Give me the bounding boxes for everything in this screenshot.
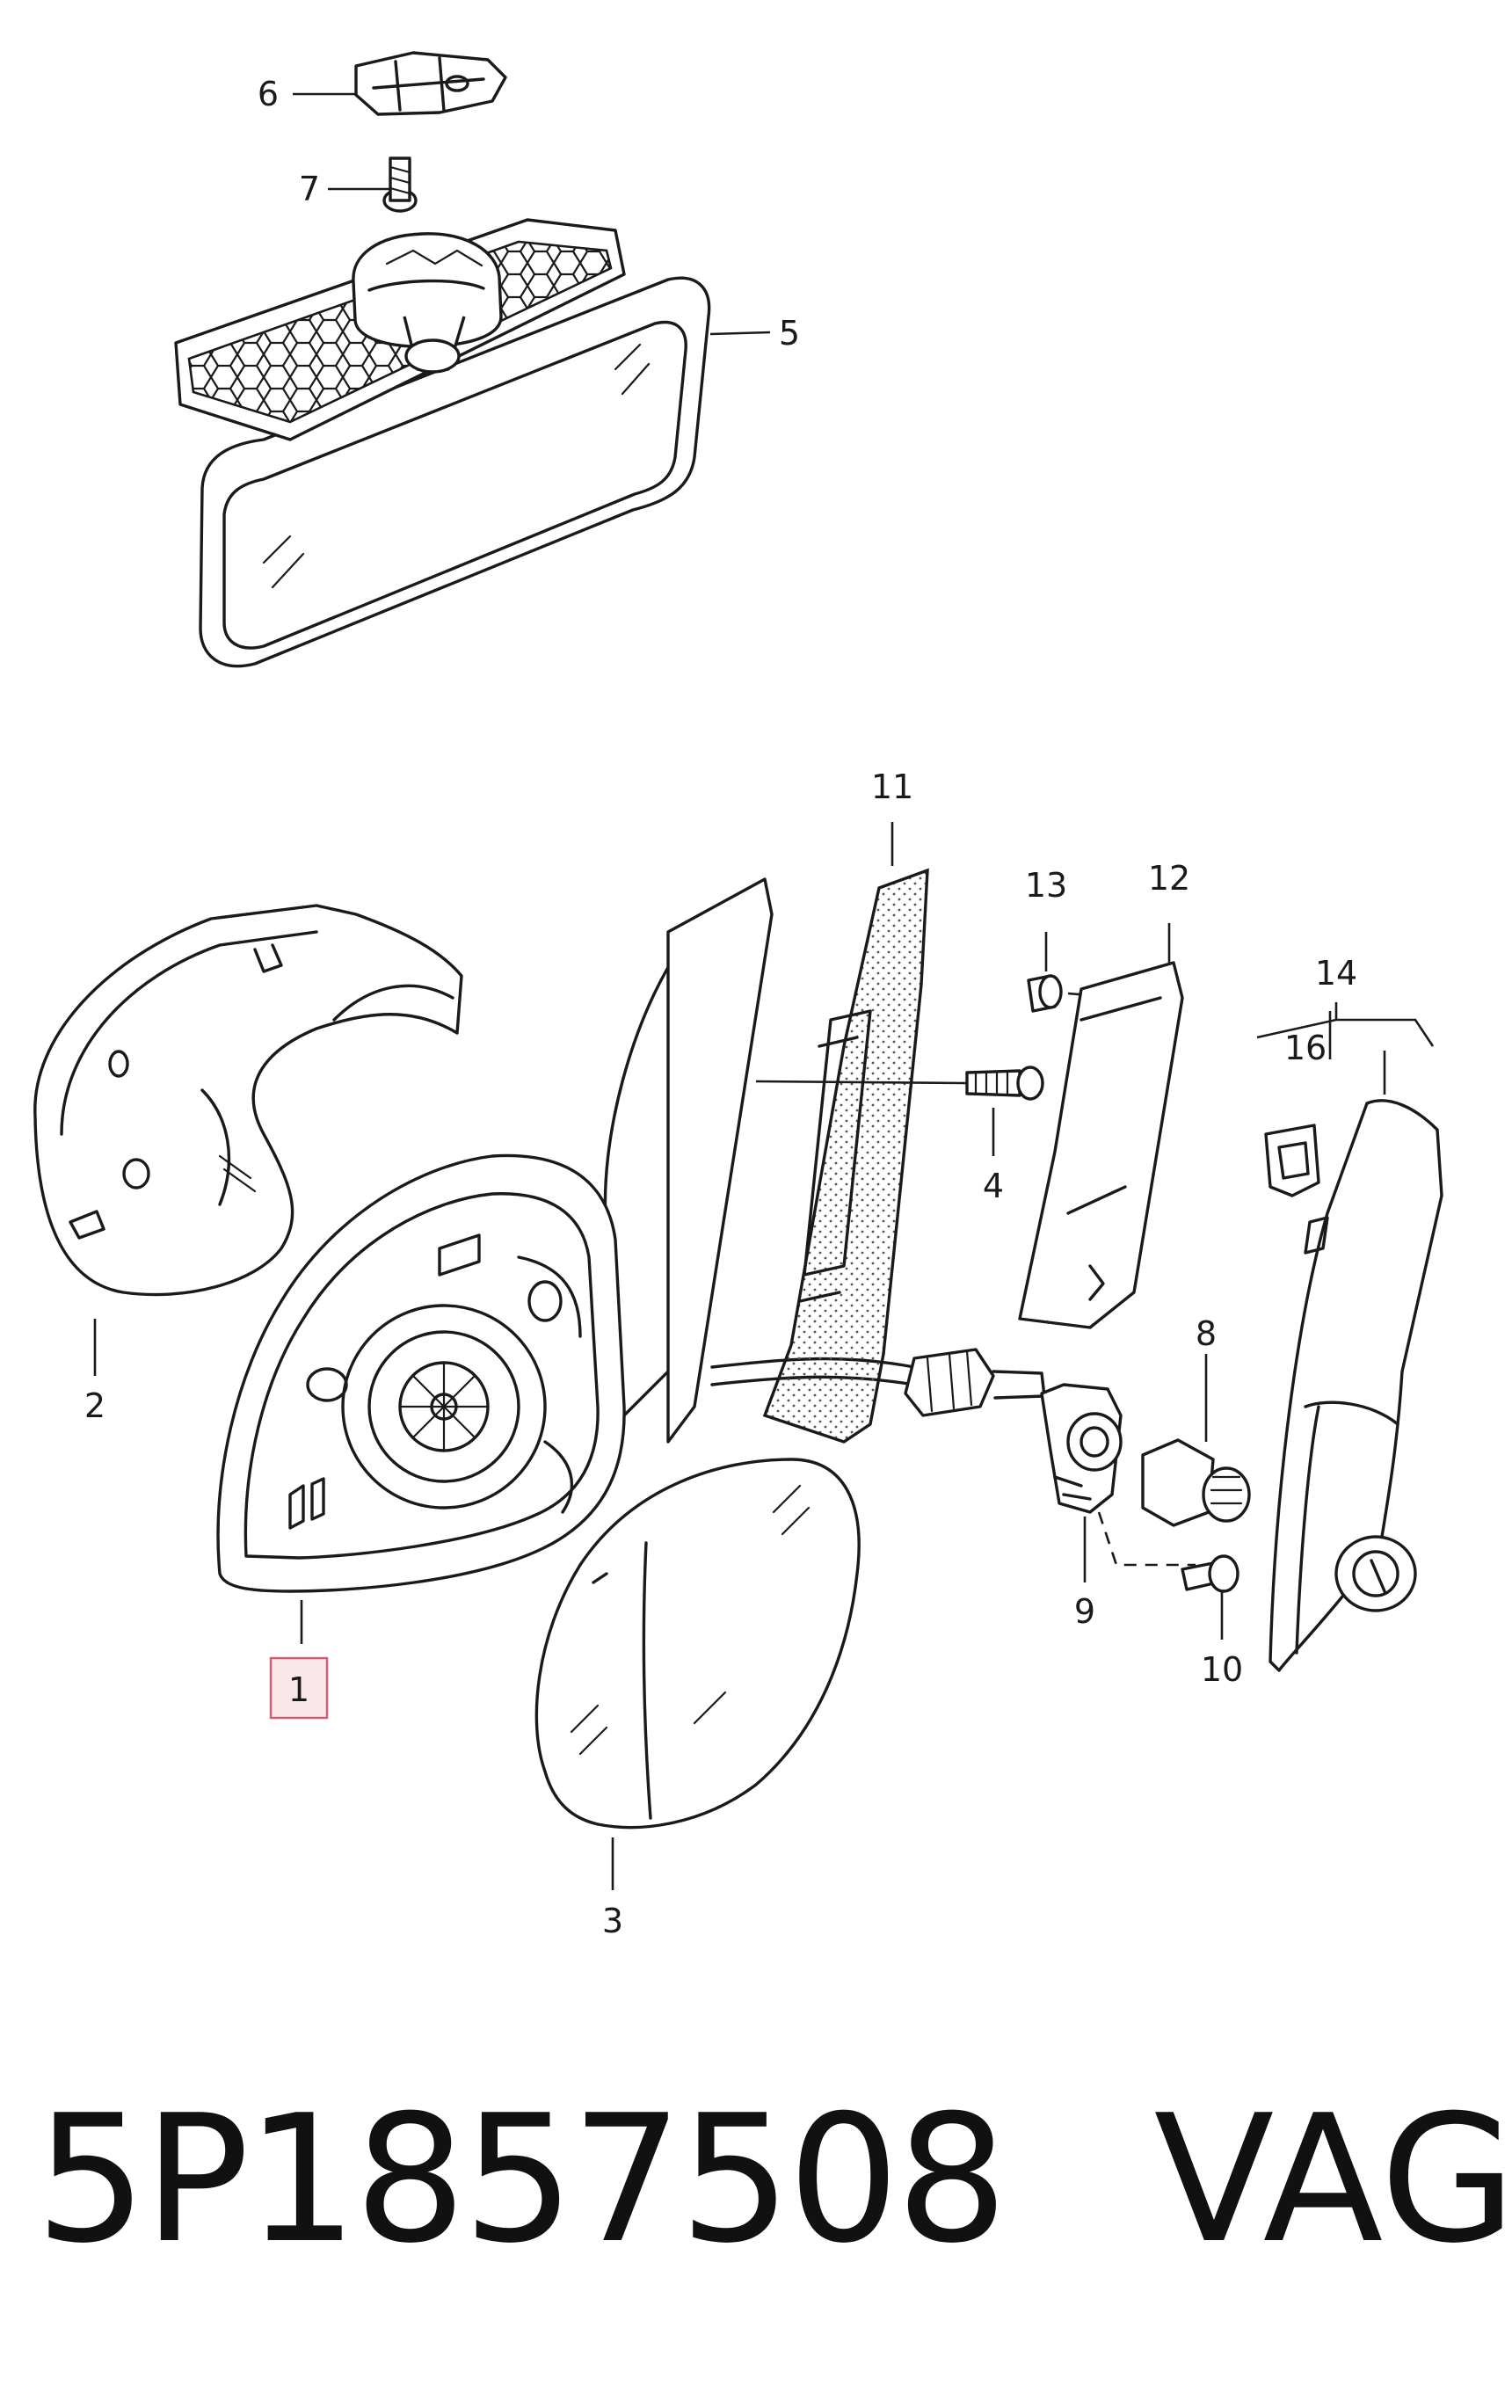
part-number: 5P1857508 <box>35 2077 1008 2282</box>
mirror-glass <box>534 1458 861 1830</box>
callout-3[interactable]: 3 <box>602 1902 623 1940</box>
retaining-clip <box>1264 1124 1320 1197</box>
callout-4[interactable]: 4 <box>983 1167 1004 1205</box>
leader-lines <box>93 92 1435 1890</box>
svg-text:1: 1 <box>288 1670 309 1709</box>
mount-bolt <box>755 1066 1044 1101</box>
callout-5[interactable]: 5 <box>779 314 800 353</box>
indicator-bulb <box>1141 1438 1251 1527</box>
callout-8[interactable]: 8 <box>1196 1314 1217 1353</box>
part-caption: 5P1857508 VAG <box>35 2048 1512 2312</box>
mirror-screw <box>382 156 418 213</box>
triangle-cover <box>1268 1099 1443 1672</box>
brand-name: VAG <box>1153 2077 1512 2282</box>
callout-6[interactable]: 6 <box>258 75 279 113</box>
mirror-cap-housing <box>33 904 463 1297</box>
callout-14[interactable]: 14 <box>1315 954 1357 993</box>
callout-16[interactable]: 16 <box>1284 1029 1327 1067</box>
bulb-holder <box>1040 1383 1123 1514</box>
callout-10[interactable]: 10 <box>1201 1650 1243 1689</box>
mirror-base-gasket <box>762 868 929 1444</box>
callout-2[interactable]: 2 <box>84 1386 105 1425</box>
trim-strip <box>1018 961 1184 1329</box>
callout-1[interactable]: 1 <box>269 1656 329 1720</box>
interior-rear-view-mirror <box>174 218 711 668</box>
callout-13[interactable]: 13 <box>1025 866 1067 905</box>
callout-9[interactable]: 9 <box>1074 1592 1095 1631</box>
callout-11[interactable]: 11 <box>871 768 913 806</box>
callout-7[interactable]: 7 <box>299 170 320 208</box>
mirror-mount-clip <box>354 51 507 116</box>
mirror-housing-assembly <box>216 877 916 1593</box>
holder-screw <box>1181 1554 1239 1593</box>
wiring-plug <box>904 1348 1046 1417</box>
callout-12[interactable]: 12 <box>1148 859 1190 898</box>
